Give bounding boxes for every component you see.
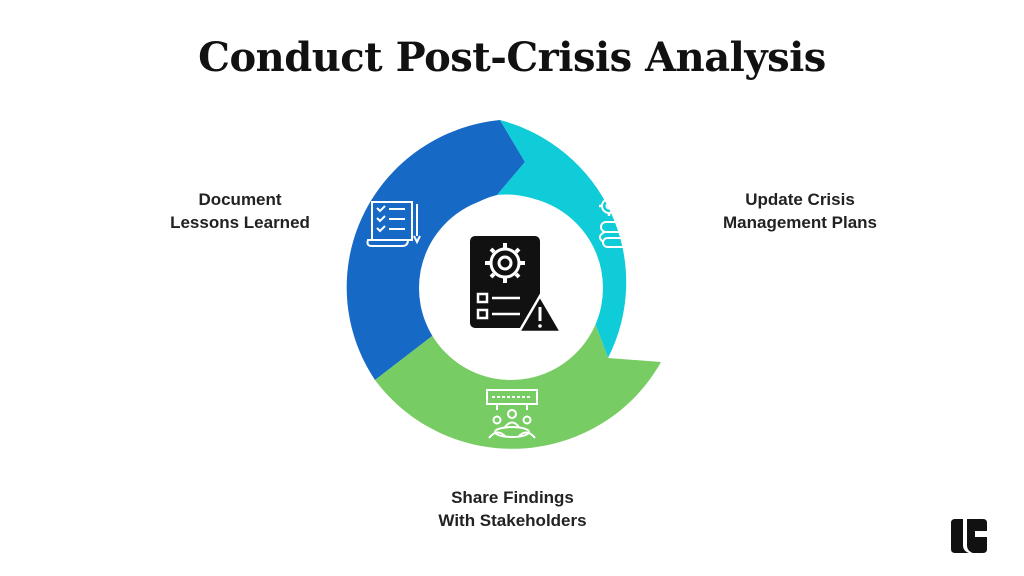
page-title: Conduct Post-Crisis Analysis	[198, 34, 826, 81]
document-gear-warning-icon	[470, 236, 564, 334]
stakeholder-meeting-icon	[486, 389, 538, 439]
step-label-document: Document Lessons Learned	[170, 190, 310, 232]
gear-warning-flow-icon	[599, 194, 656, 248]
step-label-update: Update Crisis Management Plans	[723, 190, 877, 232]
cycle-segment-document	[346, 120, 525, 380]
checklist-document-icon	[366, 201, 421, 247]
step-label-share: Share Findings With Stakeholders	[438, 488, 587, 530]
cycle-segment-update	[497, 120, 627, 358]
brand-logo	[951, 519, 987, 553]
